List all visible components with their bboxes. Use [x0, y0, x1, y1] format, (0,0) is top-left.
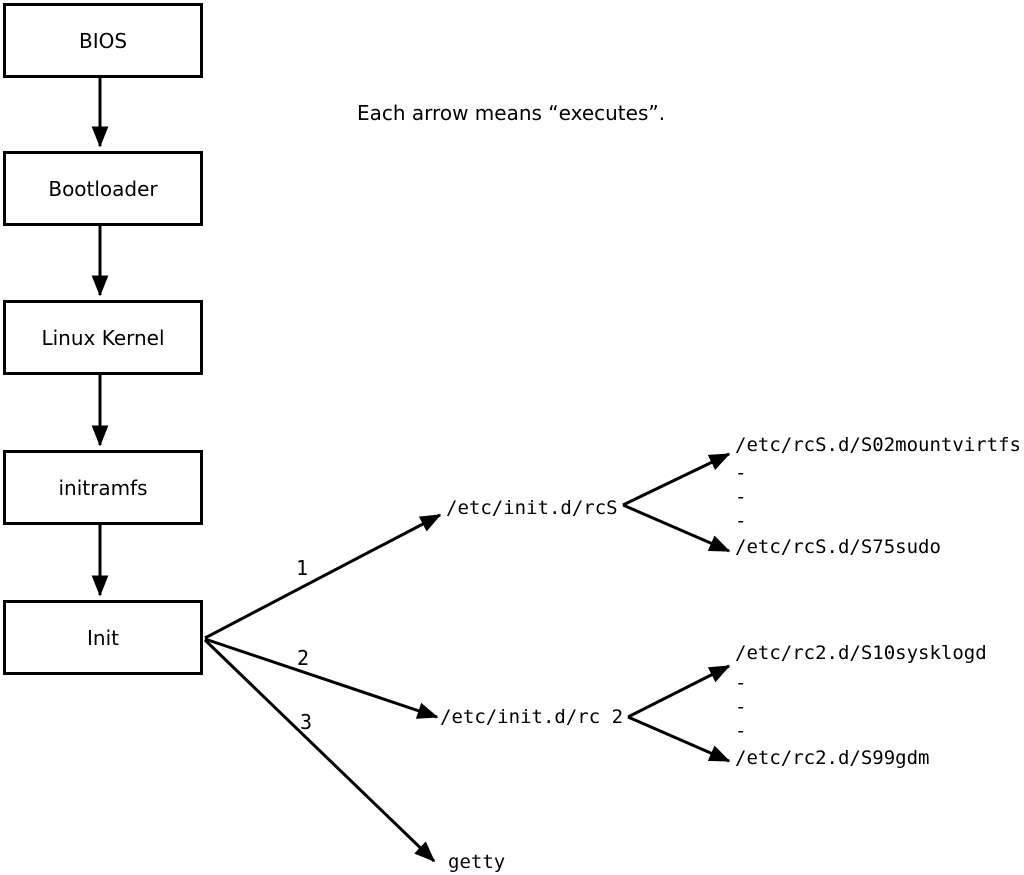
branch-order-2: 2 — [297, 646, 310, 670]
box-bios: BIOS — [3, 3, 203, 78]
box-bootloader: Bootloader — [3, 151, 203, 226]
box-linux-kernel: Linux Kernel — [3, 300, 203, 375]
box-initramfs: initramfs — [3, 450, 203, 525]
box-bios-label: BIOS — [78, 28, 128, 53]
arrow-init-to-getty — [203, 638, 436, 863]
box-linux-kernel-label: Linux Kernel — [41, 325, 165, 350]
arrow-rc2-to-S10sysklogd — [627, 664, 731, 719]
label-rcS-ellipsis-dash-2: - — [735, 486, 747, 508]
label-rc2-child-S99gdm: /etc/rc2.d/S99gdm — [735, 747, 930, 769]
label-rc2-ellipsis-dash-1: - — [735, 672, 747, 694]
label-rcS-child-S75sudo: /etc/rcS.d/S75sudo — [735, 536, 941, 558]
arrow-init-to-rc2 — [204, 637, 439, 719]
label-rcS-ellipsis-dash-3: - — [735, 510, 747, 532]
arrow-rcS-to-S75sudo — [622, 503, 731, 553]
branch-order-3: 3 — [300, 710, 313, 734]
branch-order-1: 1 — [296, 556, 309, 580]
label-rc2-ellipsis-dash-2: - — [735, 696, 747, 718]
label-rc2-ellipsis-dash-3: - — [735, 720, 747, 742]
arrow-rcS-to-S02mountvirtfs — [622, 452, 731, 507]
box-init-label: Init — [87, 625, 119, 650]
label-rcS-child-S02mountvirtfs: /etc/rcS.d/S02mountvirtfs — [735, 434, 1021, 456]
label-rc2-child-S10sysklogd: /etc/rc2.d/S10sysklogd — [735, 642, 987, 664]
box-init: Init — [3, 600, 203, 675]
label-etc-init-d-rc2: /etc/init.d/rc 2 — [440, 706, 624, 728]
label-rcS-ellipsis-dash-1: - — [735, 462, 747, 484]
box-bootloader-label: Bootloader — [48, 176, 158, 201]
label-etc-init-d-rcS: /etc/init.d/rcS — [446, 497, 618, 519]
arrow-init-to-rcS — [204, 513, 442, 640]
label-getty: getty — [448, 851, 506, 873]
box-initramfs-label: initramfs — [58, 475, 148, 500]
arrow-rc2-to-S99gdm — [627, 715, 731, 763]
legend-note: Each arrow means “executes”. — [357, 101, 666, 125]
